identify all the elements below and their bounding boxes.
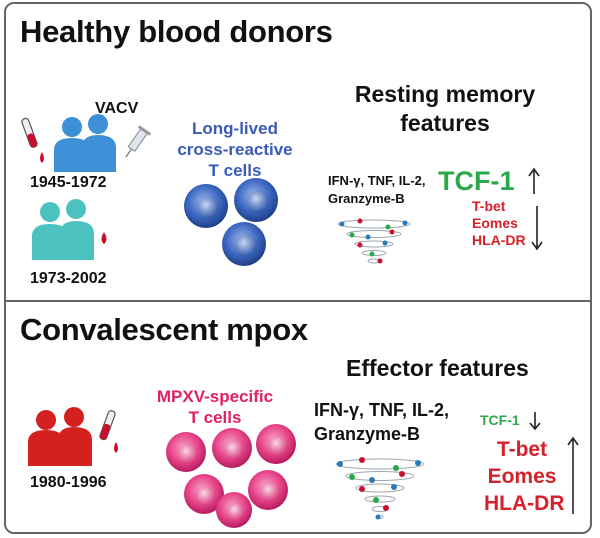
healthy-down-markers: T-bet Eomes HLA-DR: [472, 198, 526, 248]
tcell: [212, 428, 252, 468]
tcell: [222, 222, 266, 266]
up-arrow-icon: [567, 436, 579, 514]
tcf1-down-marker: TCF-1: [480, 412, 520, 428]
blood-tube-icon: [99, 410, 118, 453]
tcell: [166, 432, 206, 472]
syringe-icon: [125, 125, 152, 158]
cohort-2-years: 1973-2002: [30, 270, 107, 287]
blood-drop-icon: [101, 232, 107, 244]
vacv-label: VACV: [95, 100, 139, 117]
resting-memory-title: Resting memory features: [354, 81, 536, 136]
mpox-title: Convalescent mpox: [20, 312, 308, 347]
tornado-plot-icon: [337, 218, 411, 264]
tcell: [234, 178, 278, 222]
blue-tcells-icon: [184, 178, 278, 266]
tcell: [256, 424, 296, 464]
long-lived-tcell-label: Long-lived cross-reactive T cells: [177, 119, 293, 180]
tcf1-up-marker: TCF-1: [438, 166, 515, 196]
mpox-cohort-years: 1980-1996: [30, 474, 107, 491]
effector-features-title: Effector features: [346, 355, 529, 381]
convalescent-mpox-panel: [4, 300, 592, 534]
mpox-cytokines: IFN-γ, TNF, IL-2, Granzyme-B: [314, 400, 449, 444]
tcell: [216, 492, 252, 528]
blood-tube-icon: [21, 117, 44, 163]
red-donors-icon: [28, 407, 118, 466]
tcell: [184, 474, 224, 514]
pink-tcells-icon: [166, 424, 296, 528]
down-arrow-icon: [531, 206, 543, 251]
cohort-1-years: 1945-1972: [30, 174, 107, 191]
blue-donors-icon: [21, 114, 116, 172]
healthy-title: Healthy blood donors: [20, 14, 333, 49]
tornado-plot-icon: [335, 457, 425, 520]
tcell: [184, 184, 228, 228]
teal-donors-icon: [32, 199, 107, 260]
mpox-up-markers: T-bet Eomes HLA-DR: [484, 438, 565, 515]
mpxv-tcell-label: MPXV-specific T cells: [156, 387, 274, 427]
up-arrow-icon: [528, 167, 540, 194]
down-arrow-icon: [529, 412, 541, 431]
healthy-cytokines: IFN-γ, TNF, IL-2, Granzyme-B: [328, 173, 426, 206]
tcell: [248, 470, 288, 510]
